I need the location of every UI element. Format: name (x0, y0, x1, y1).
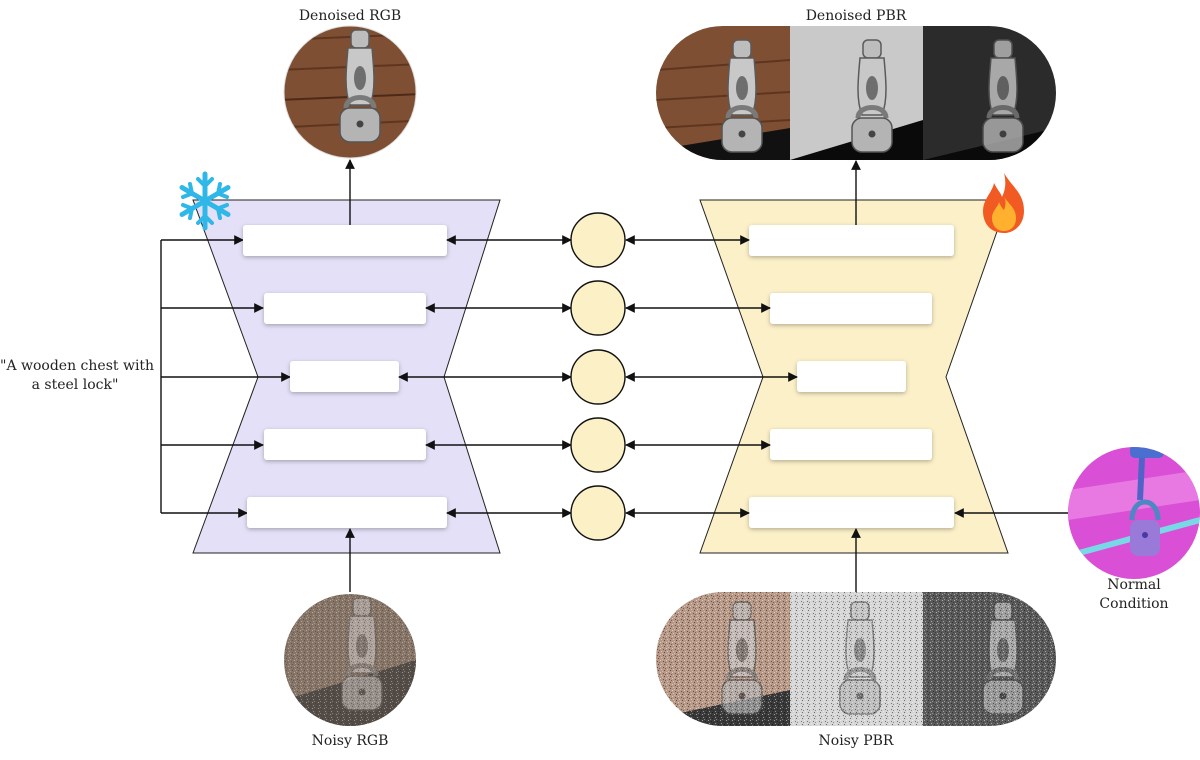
denoised-rgb-image (284, 26, 416, 158)
normal-condition-line-1: Normal (1107, 577, 1161, 593)
rgb-layer-4 (264, 429, 426, 460)
denoised-rgb-label: Denoised RGB (298, 8, 402, 24)
pbr-layer-5 (749, 497, 954, 528)
text-prompt-line-2: a steel lock" (31, 377, 119, 393)
pbr-unet-layers (749, 225, 954, 528)
noisy-pbr-image (656, 592, 1056, 726)
attention-node-1 (570, 212, 626, 268)
denoised-pbr-image (656, 26, 1056, 160)
attention-arrows (398, 235, 798, 518)
pbr-layer-4 (770, 429, 932, 460)
snowflake-icon (179, 171, 231, 231)
normal-condition-line-2: Condition (1099, 596, 1169, 612)
noisy-rgb-label: Noisy RGB (311, 733, 389, 749)
attention-node-5 (570, 485, 626, 541)
attention-node-3 (570, 349, 626, 405)
prompt-connector (160, 235, 291, 518)
rgb-layer-3 (290, 361, 399, 392)
io-arrows (345, 159, 1068, 592)
rgb-layer-1 (243, 225, 447, 256)
pbr-layer-1 (749, 225, 954, 256)
denoised-pbr-label: Denoised PBR (805, 8, 907, 24)
fire-icon (983, 173, 1024, 233)
noisy-pbr-label: Noisy PBR (818, 733, 894, 749)
attention-nodes (570, 212, 626, 541)
rgb-layer-5 (247, 497, 447, 528)
pbr-layer-2 (770, 293, 932, 324)
pbr-layer-3 (797, 361, 906, 392)
noisy-rgb-image (284, 594, 416, 726)
text-prompt-line-1: "A wooden chest with (0, 358, 155, 374)
rgb-layer-2 (264, 293, 426, 324)
normal-condition-image (1068, 447, 1200, 579)
normal-condition-label: Normal Condition (1084, 576, 1184, 614)
rgb-unet-layers (243, 225, 447, 528)
attention-node-4 (570, 417, 626, 473)
attention-node-2 (570, 280, 626, 336)
text-prompt: "A wooden chest with a steel lock" (0, 357, 155, 395)
